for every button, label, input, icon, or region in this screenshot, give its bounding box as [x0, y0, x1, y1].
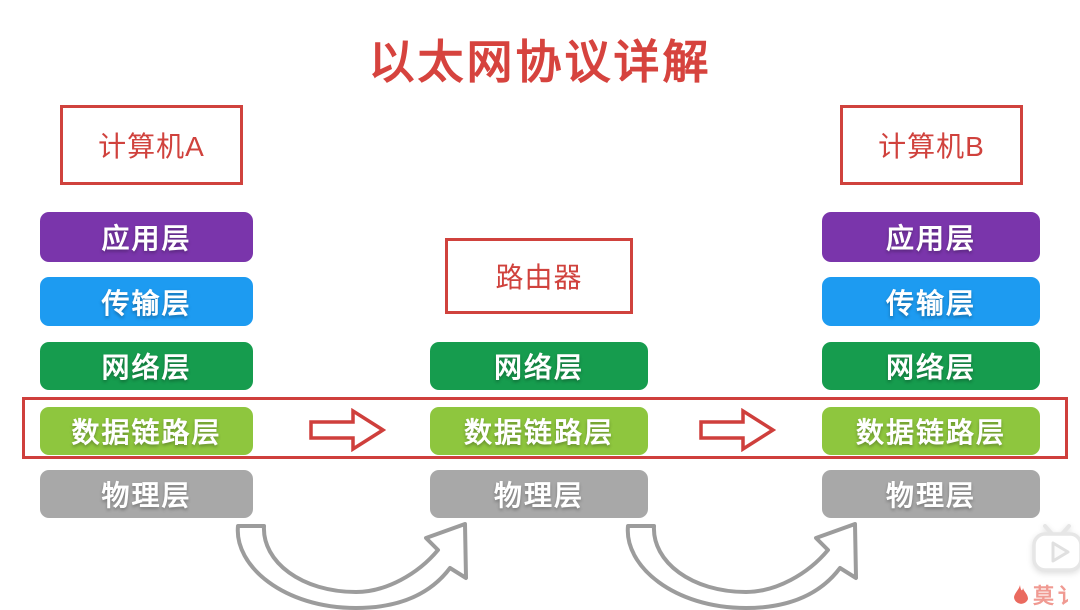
layer-bar-transport-a: 传输层: [40, 277, 253, 326]
layer-bar-transport-b: 传输层: [822, 277, 1040, 326]
curved-arrow-icon: [625, 522, 858, 610]
layer-bar-network-router: 网络层: [430, 342, 648, 390]
tv-play-icon: [1032, 524, 1080, 572]
layer-bar-datalink-a: 数据链路层: [40, 407, 253, 455]
computer-b-box: 计算机B: [840, 105, 1023, 185]
layer-label: 应用层: [885, 223, 976, 254]
layer-label: 网络层: [493, 352, 584, 383]
layer-label: 物理层: [493, 480, 584, 511]
layer-label: 传输层: [885, 287, 976, 319]
flame-icon: [1014, 584, 1028, 604]
layer-label: 应用层: [101, 223, 192, 254]
layer-label: 网络层: [885, 352, 976, 383]
watermark: 莫 讠: [1012, 581, 1068, 609]
layer-label: 数据链路层: [463, 417, 614, 448]
layer-bar-network-b: 网络层: [822, 342, 1040, 390]
layer-bar-datalink-b: 数据链路层: [822, 407, 1040, 455]
layer-bar-physical-router: 物理层: [430, 470, 648, 518]
layer-label: 物理层: [885, 480, 976, 511]
router-box: 路由器: [445, 238, 633, 314]
right-block-arrow-icon: [699, 408, 776, 452]
layer-bar-application-b: 应用层: [822, 212, 1040, 262]
layer-bar-physical-a: 物理层: [40, 470, 253, 518]
page-title: 以太网协议详解: [368, 36, 712, 88]
layer-label: 网络层: [101, 352, 192, 383]
layer-label: 数据链路层: [855, 417, 1006, 448]
layer-bar-application-a: 应用层: [40, 212, 253, 262]
layer-label: 物理层: [101, 480, 192, 511]
router-label: 路由器: [495, 262, 583, 293]
computer-b-label: 计算机B: [878, 131, 985, 162]
curved-arrow-icon: [235, 522, 468, 610]
watermark-text: 莫: [1033, 585, 1054, 608]
datalink-row-highlight-rect: [22, 397, 1068, 459]
computer-a-label: 计算机A: [98, 131, 205, 162]
layer-label: 数据链路层: [71, 417, 222, 448]
layer-bar-network-a: 网络层: [40, 342, 253, 390]
layer-bar-physical-b: 物理层: [822, 470, 1040, 518]
right-block-arrow-icon: [309, 408, 386, 452]
layer-bar-datalink-router: 数据链路层: [430, 407, 648, 455]
computer-a-box: 计算机A: [60, 105, 243, 185]
watermark-partial-text: 讠: [1058, 580, 1068, 610]
layer-label: 传输层: [101, 287, 192, 319]
